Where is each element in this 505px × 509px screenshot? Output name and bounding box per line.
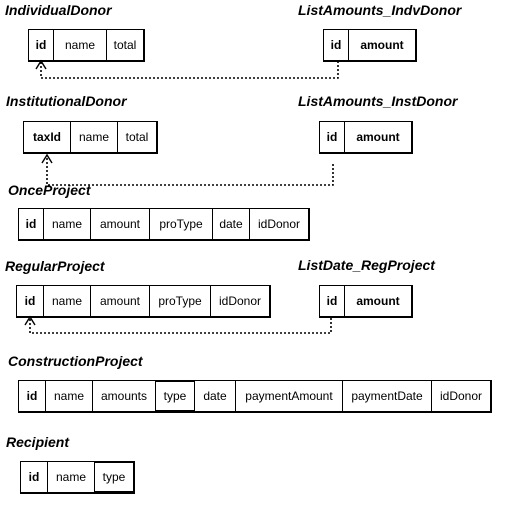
institutional-donor-table: taxId name total	[23, 121, 158, 154]
field-amounts: amounts	[93, 381, 156, 411]
once-project-table: id name amount proType date idDonor	[18, 208, 310, 241]
arrowhead-icon	[24, 315, 36, 326]
field-date: date	[195, 381, 236, 411]
individual-donor-title: IndividualDonor	[5, 2, 112, 18]
field-name: name	[44, 286, 91, 316]
field-id: id	[29, 30, 54, 60]
field-amount: amount	[356, 294, 400, 308]
field-name: name	[54, 30, 107, 60]
field-id: id	[324, 30, 349, 60]
field-name: name	[71, 122, 118, 152]
field-taxid: taxId	[24, 122, 71, 152]
once-project-title: OnceProject	[8, 182, 91, 198]
field-paymentamount: paymentAmount	[236, 381, 343, 411]
field-name: name	[48, 462, 95, 492]
list-date-reg-table: id amount	[319, 285, 413, 318]
field-amount: amount	[91, 209, 150, 239]
field-iddonor: idDonor	[439, 389, 483, 403]
arrowhead-icon	[35, 59, 47, 70]
connector-reg-dates-to-regular-project	[29, 318, 332, 334]
field-protype: proType	[150, 209, 213, 239]
field-total: total	[113, 38, 137, 52]
arrowhead-icon	[41, 153, 53, 164]
list-date-reg-title: ListDate_RegProject	[298, 257, 435, 273]
field-paymentdate: paymentDate	[343, 381, 432, 411]
field-amount: amount	[360, 38, 404, 52]
field-id: id	[320, 122, 345, 152]
field-iddonor: idDonor	[218, 294, 262, 308]
list-amounts-indv-table: id amount	[323, 29, 417, 62]
institutional-donor-title: InstitutionalDonor	[6, 93, 127, 109]
field-name: name	[46, 381, 93, 411]
field-id: id	[17, 286, 44, 316]
field-type: type	[156, 381, 195, 411]
recipient-title: Recipient	[6, 434, 70, 450]
field-id: id	[19, 209, 44, 239]
field-id: id	[21, 462, 48, 492]
connector-indv-amounts-to-individual-donor	[40, 61, 339, 79]
regular-project-title: RegularProject	[5, 258, 105, 274]
regular-project-table: id name amount proType idDonor	[16, 285, 271, 318]
connector-inst-amounts-to-institutional-donor	[46, 156, 334, 186]
individual-donor-table: id name total	[28, 29, 145, 62]
recipient-table: id name type	[20, 461, 135, 494]
field-total: total	[125, 130, 149, 144]
list-amounts-indv-title: ListAmounts_IndvDonor	[298, 2, 462, 18]
construction-project-table: id name amounts type date paymentAmount …	[18, 380, 492, 413]
field-protype: proType	[150, 286, 211, 316]
field-iddonor: idDonor	[257, 217, 301, 231]
field-type: type	[95, 462, 133, 492]
list-amounts-inst-title: ListAmounts_InstDonor	[298, 93, 458, 109]
field-amount: amount	[356, 130, 400, 144]
construction-project-title: ConstructionProject	[8, 353, 143, 369]
list-amounts-inst-table: id amount	[319, 121, 413, 154]
field-id: id	[320, 286, 345, 316]
field-name: name	[44, 209, 91, 239]
field-date: date	[213, 209, 250, 239]
field-amount: amount	[91, 286, 150, 316]
field-id: id	[19, 381, 46, 411]
